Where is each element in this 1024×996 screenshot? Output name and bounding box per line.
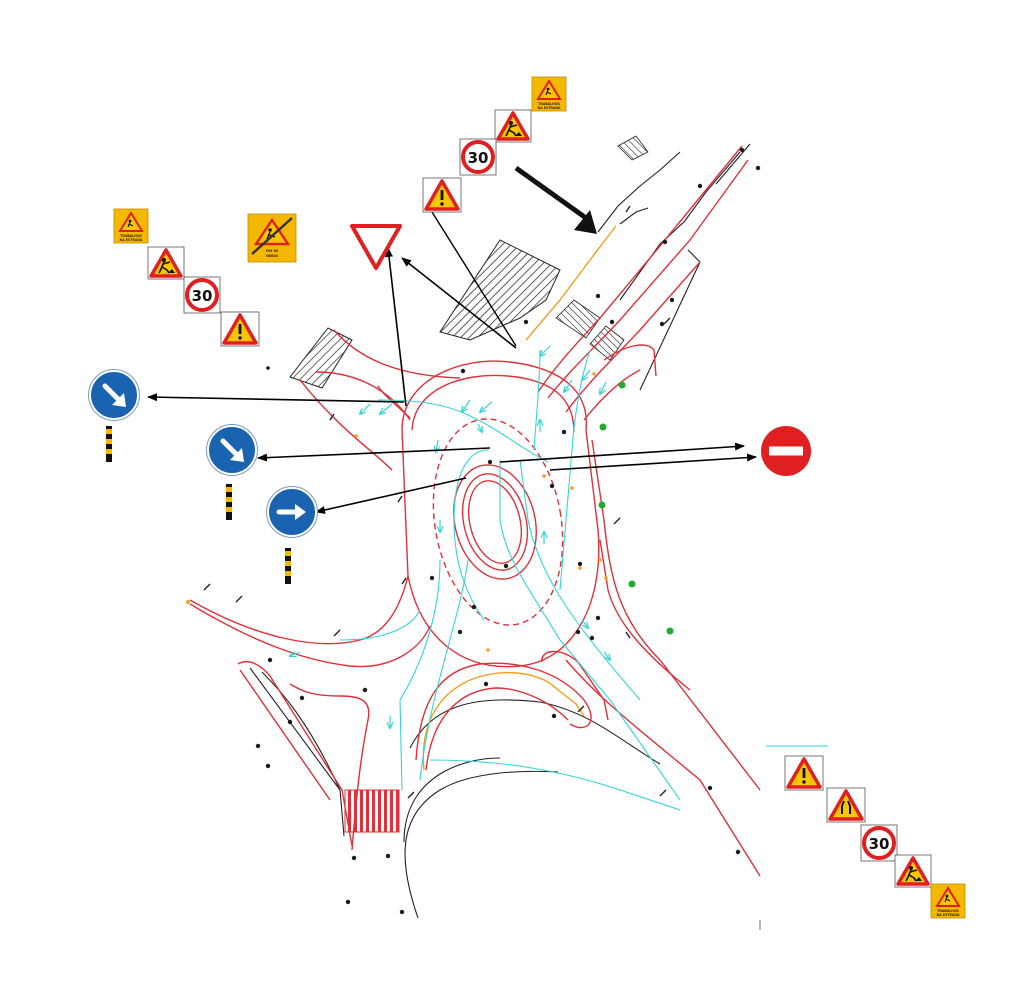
danger-warning-icon bbox=[219, 310, 261, 348]
works-ahead-panel: TRABALHOS NA ESTRADA bbox=[113, 208, 149, 244]
roadworks-icon bbox=[893, 853, 933, 889]
arrow-to-no-entry-1 bbox=[499, 442, 745, 463]
sign-group-north: TRABALHOS NA ESTRADA 30 bbox=[421, 76, 567, 214]
trees bbox=[598, 381, 674, 635]
sign-group-north-west: TRABALHOS NA ESTRADA 30 bbox=[113, 208, 261, 348]
sign-post bbox=[106, 426, 112, 462]
works-ahead-panel: TRABALHOS NA ESTRADA bbox=[930, 883, 966, 919]
roadworks-icon bbox=[146, 245, 186, 281]
background-linework bbox=[249, 143, 751, 919]
danger-warning-icon bbox=[421, 176, 463, 214]
svg-text:FIM DE: FIM DE bbox=[266, 249, 278, 253]
arrow-to-turn-right bbox=[315, 477, 467, 514]
sign-post bbox=[226, 484, 232, 520]
yield-icon bbox=[350, 224, 402, 270]
road-ticks bbox=[203, 205, 671, 799]
no-entry-icon bbox=[761, 426, 811, 476]
road-plan bbox=[186, 135, 828, 930]
arrow-to-no-entry-2 bbox=[549, 453, 757, 471]
arrow-to-keep-right-2 bbox=[257, 447, 491, 462]
svg-text:TRABALHOS: TRABALHOS bbox=[937, 909, 959, 913]
svg-text:30: 30 bbox=[192, 287, 213, 305]
road-edges bbox=[189, 145, 761, 877]
svg-text:30: 30 bbox=[468, 149, 489, 167]
lane-direction-arrows bbox=[290, 345, 610, 728]
arrow-to-keep-right-1 bbox=[147, 393, 405, 403]
svg-text:30: 30 bbox=[869, 835, 890, 853]
keep-right-icon bbox=[89, 370, 140, 421]
svg-text:TRABALHOS: TRABALHOS bbox=[538, 102, 560, 106]
speed-limit-30-icon: 30 bbox=[182, 275, 222, 315]
arrow-from-warning bbox=[431, 211, 517, 347]
traffic-direction-arrow bbox=[514, 165, 597, 234]
sign-group-south-east: 30 TRABALHOS NA ESTRADA bbox=[783, 754, 966, 919]
danger-warning-icon bbox=[783, 754, 825, 792]
roadworks-icon bbox=[493, 108, 533, 144]
hatched-areas bbox=[289, 135, 649, 389]
works-ahead-panel: TRABALHOS NA ESTRADA bbox=[531, 76, 567, 112]
keep-right-icon bbox=[207, 425, 258, 476]
svg-text:TRABALHOS: TRABALHOS bbox=[120, 234, 142, 238]
survey-markers bbox=[255, 147, 761, 915]
annotation-arrows bbox=[147, 165, 757, 514]
end-of-works-panel: FIM DE OBRAS bbox=[247, 213, 297, 263]
works-markers bbox=[186, 372, 608, 652]
road-narrows-icon bbox=[825, 786, 867, 824]
svg-text:NA ESTRADA: NA ESTRADA bbox=[120, 238, 143, 242]
pedestrian-crossing bbox=[344, 789, 400, 833]
svg-text:OBRAS: OBRAS bbox=[266, 254, 279, 258]
svg-text:NA ESTRADA: NA ESTRADA bbox=[937, 913, 960, 917]
turn-right-icon bbox=[266, 486, 318, 538]
svg-text:NA ESTRADA: NA ESTRADA bbox=[538, 106, 561, 110]
speed-limit-30-icon: 30 bbox=[458, 137, 498, 177]
lane-paths bbox=[339, 349, 828, 811]
arrow-to-yield-2 bbox=[401, 257, 517, 349]
sign-post bbox=[285, 548, 291, 584]
works-path bbox=[422, 225, 617, 771]
speed-limit-30-icon: 30 bbox=[859, 823, 899, 863]
arrow-to-yield bbox=[385, 247, 407, 407]
